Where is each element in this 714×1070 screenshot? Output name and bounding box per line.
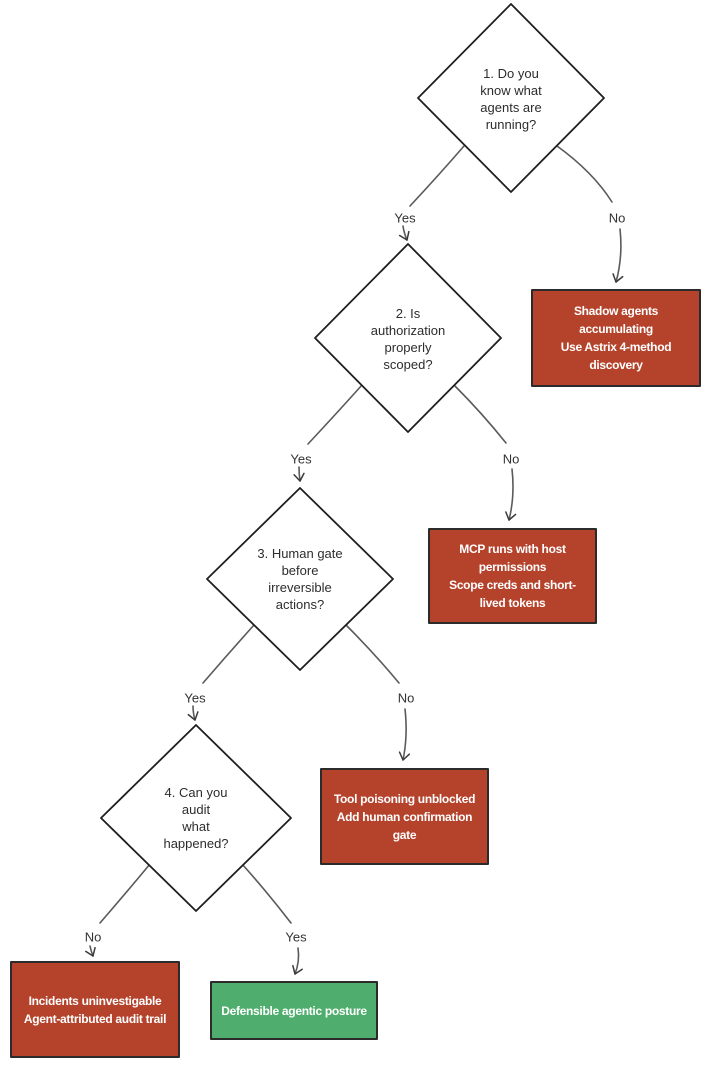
- edge-q1-yes-arrow: [398, 225, 410, 241]
- outcome-box-shadow-agents: Shadow agents accumulating Use Astrix 4-…: [531, 289, 701, 387]
- edge-label-q1-yes: Yes: [394, 210, 416, 226]
- edge-label-q2-yes: Yes: [290, 451, 312, 467]
- edge-label-q1-no: No: [608, 210, 626, 226]
- edge-q4-no-arrow: [85, 945, 96, 957]
- edge-label-q3-no: No: [397, 690, 415, 706]
- edge-label-q2-no: No: [502, 451, 520, 467]
- outcome-box-defensible: Defensible agentic posture: [210, 981, 378, 1040]
- edge-q2-yes-arrow: [293, 466, 305, 482]
- outcome-box-incidents: Incidents uninvestigable Agent-attribute…: [10, 961, 180, 1058]
- decision-3-label: 3. Human gate before irreversible action…: [257, 546, 343, 612]
- edge-q2-no-arrow: [505, 468, 517, 521]
- decision-diamond-q2: [314, 243, 502, 433]
- edge-q4-yes: [241, 863, 292, 924]
- edge-label-q4-no: No: [84, 929, 102, 945]
- decision-2-label: 2. Is authorization properly scoped?: [370, 306, 446, 372]
- edge-label-q3-yes: Yes: [184, 690, 206, 706]
- edge-label-q4-yes: Yes: [285, 929, 307, 945]
- outcome-box-mcp-permissions: MCP runs with host permissions Scope cre…: [428, 528, 597, 624]
- edge-q1-no-arrow: [612, 228, 624, 283]
- decision-diamond-q3: [206, 487, 394, 671]
- edge-q2-yes: [307, 384, 363, 445]
- edge-q3-no: [345, 624, 400, 684]
- decision-diamond-q4: [100, 724, 292, 912]
- edge-q2-no: [453, 384, 507, 444]
- edge-q1-no: [556, 145, 613, 203]
- edge-q1-yes: [409, 145, 465, 207]
- decision-4-label: 4. Can you audit what happened?: [163, 785, 229, 851]
- outcome-box-tool-poisoning: Tool poisoning unblocked Add human confi…: [320, 768, 489, 865]
- edge-q3-no-arrow: [398, 708, 411, 761]
- decision-diamond-q1: [417, 3, 605, 193]
- edge-q4-yes-arrow: [292, 947, 303, 975]
- decision-1-label: 1. Do you know what agents are running?: [480, 66, 542, 132]
- edge-q3-yes: [202, 624, 255, 684]
- edge-q3-yes-arrow: [187, 705, 199, 721]
- edge-q4-no: [99, 863, 151, 924]
